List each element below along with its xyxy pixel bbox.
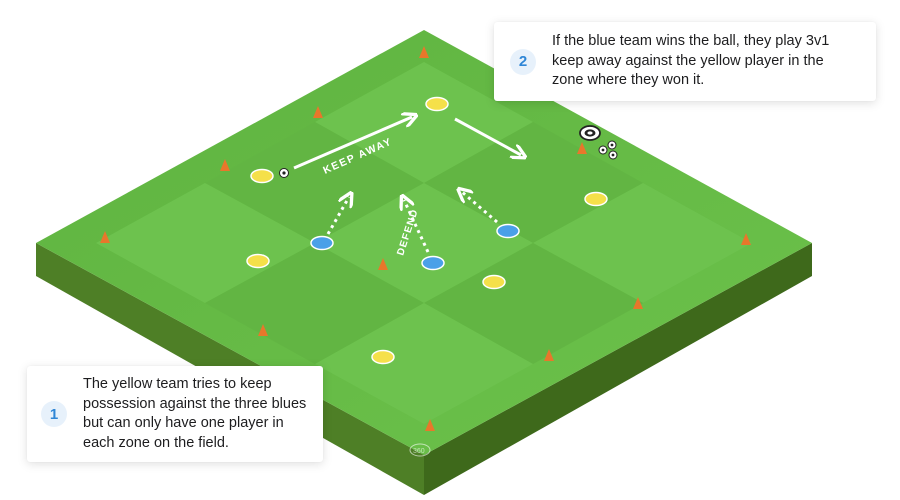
- blue-player: [496, 223, 520, 239]
- cone-icon: [633, 297, 643, 309]
- soccer-ball-icon: [598, 145, 608, 155]
- zone: [533, 183, 752, 303]
- yellow-player: [246, 253, 270, 269]
- cone-icon: [258, 324, 268, 336]
- zone: [315, 62, 533, 183]
- blue-player: [421, 255, 445, 271]
- keep-away-arrow: [454, 117, 521, 155]
- defend-arrow: [326, 197, 349, 235]
- yellow-player: [584, 191, 608, 207]
- defend-arrow: [404, 200, 430, 253]
- zone: [205, 122, 424, 243]
- zone: [96, 183, 315, 303]
- yellow-team: [246, 96, 608, 365]
- zone: [424, 243, 643, 364]
- blue-team: [310, 223, 520, 271]
- cone-icon: [741, 233, 751, 245]
- ball-supply: [598, 140, 618, 160]
- cone-icon: [313, 106, 323, 118]
- soccer-ball-icon: [279, 168, 289, 178]
- yellow-player: [250, 168, 274, 184]
- yellow-player: [482, 274, 506, 290]
- cones: [100, 46, 751, 431]
- step-badge: 2: [510, 48, 536, 75]
- brand-logo: 360: [409, 443, 431, 457]
- soccer-ball-icon: [608, 150, 618, 160]
- cone-icon: [577, 142, 587, 154]
- svg-text:360: 360: [413, 448, 425, 455]
- defend-arrow: [462, 192, 498, 224]
- zone: [315, 303, 533, 424]
- instruction-text: The yellow team tries to keep possession…: [83, 376, 307, 451]
- cone-icon: [220, 159, 230, 171]
- blue-player: [310, 235, 334, 251]
- instruction-card-1: 1 The yellow team tries to keep possessi…: [27, 366, 323, 462]
- cone-icon: [425, 419, 435, 431]
- zone: [205, 243, 424, 364]
- coach-marker-icon: [579, 125, 601, 141]
- yellow-player: [425, 96, 449, 112]
- keep-away-arrow: [293, 117, 412, 170]
- cone-icon: [100, 231, 110, 243]
- instruction-text: If the blue team wins the ball, they pla…: [552, 33, 830, 89]
- soccer-ball-icon: [607, 140, 617, 150]
- cone-icon: [378, 258, 388, 270]
- instruction-card-2: 2 If the blue team wins the ball, they p…: [494, 22, 876, 101]
- zone: [424, 122, 643, 243]
- field-side-right: [424, 243, 812, 495]
- cone-icon: [544, 349, 554, 361]
- cone-icon: [419, 46, 429, 58]
- yellow-player: [371, 349, 395, 365]
- step-badge: 1: [41, 401, 67, 427]
